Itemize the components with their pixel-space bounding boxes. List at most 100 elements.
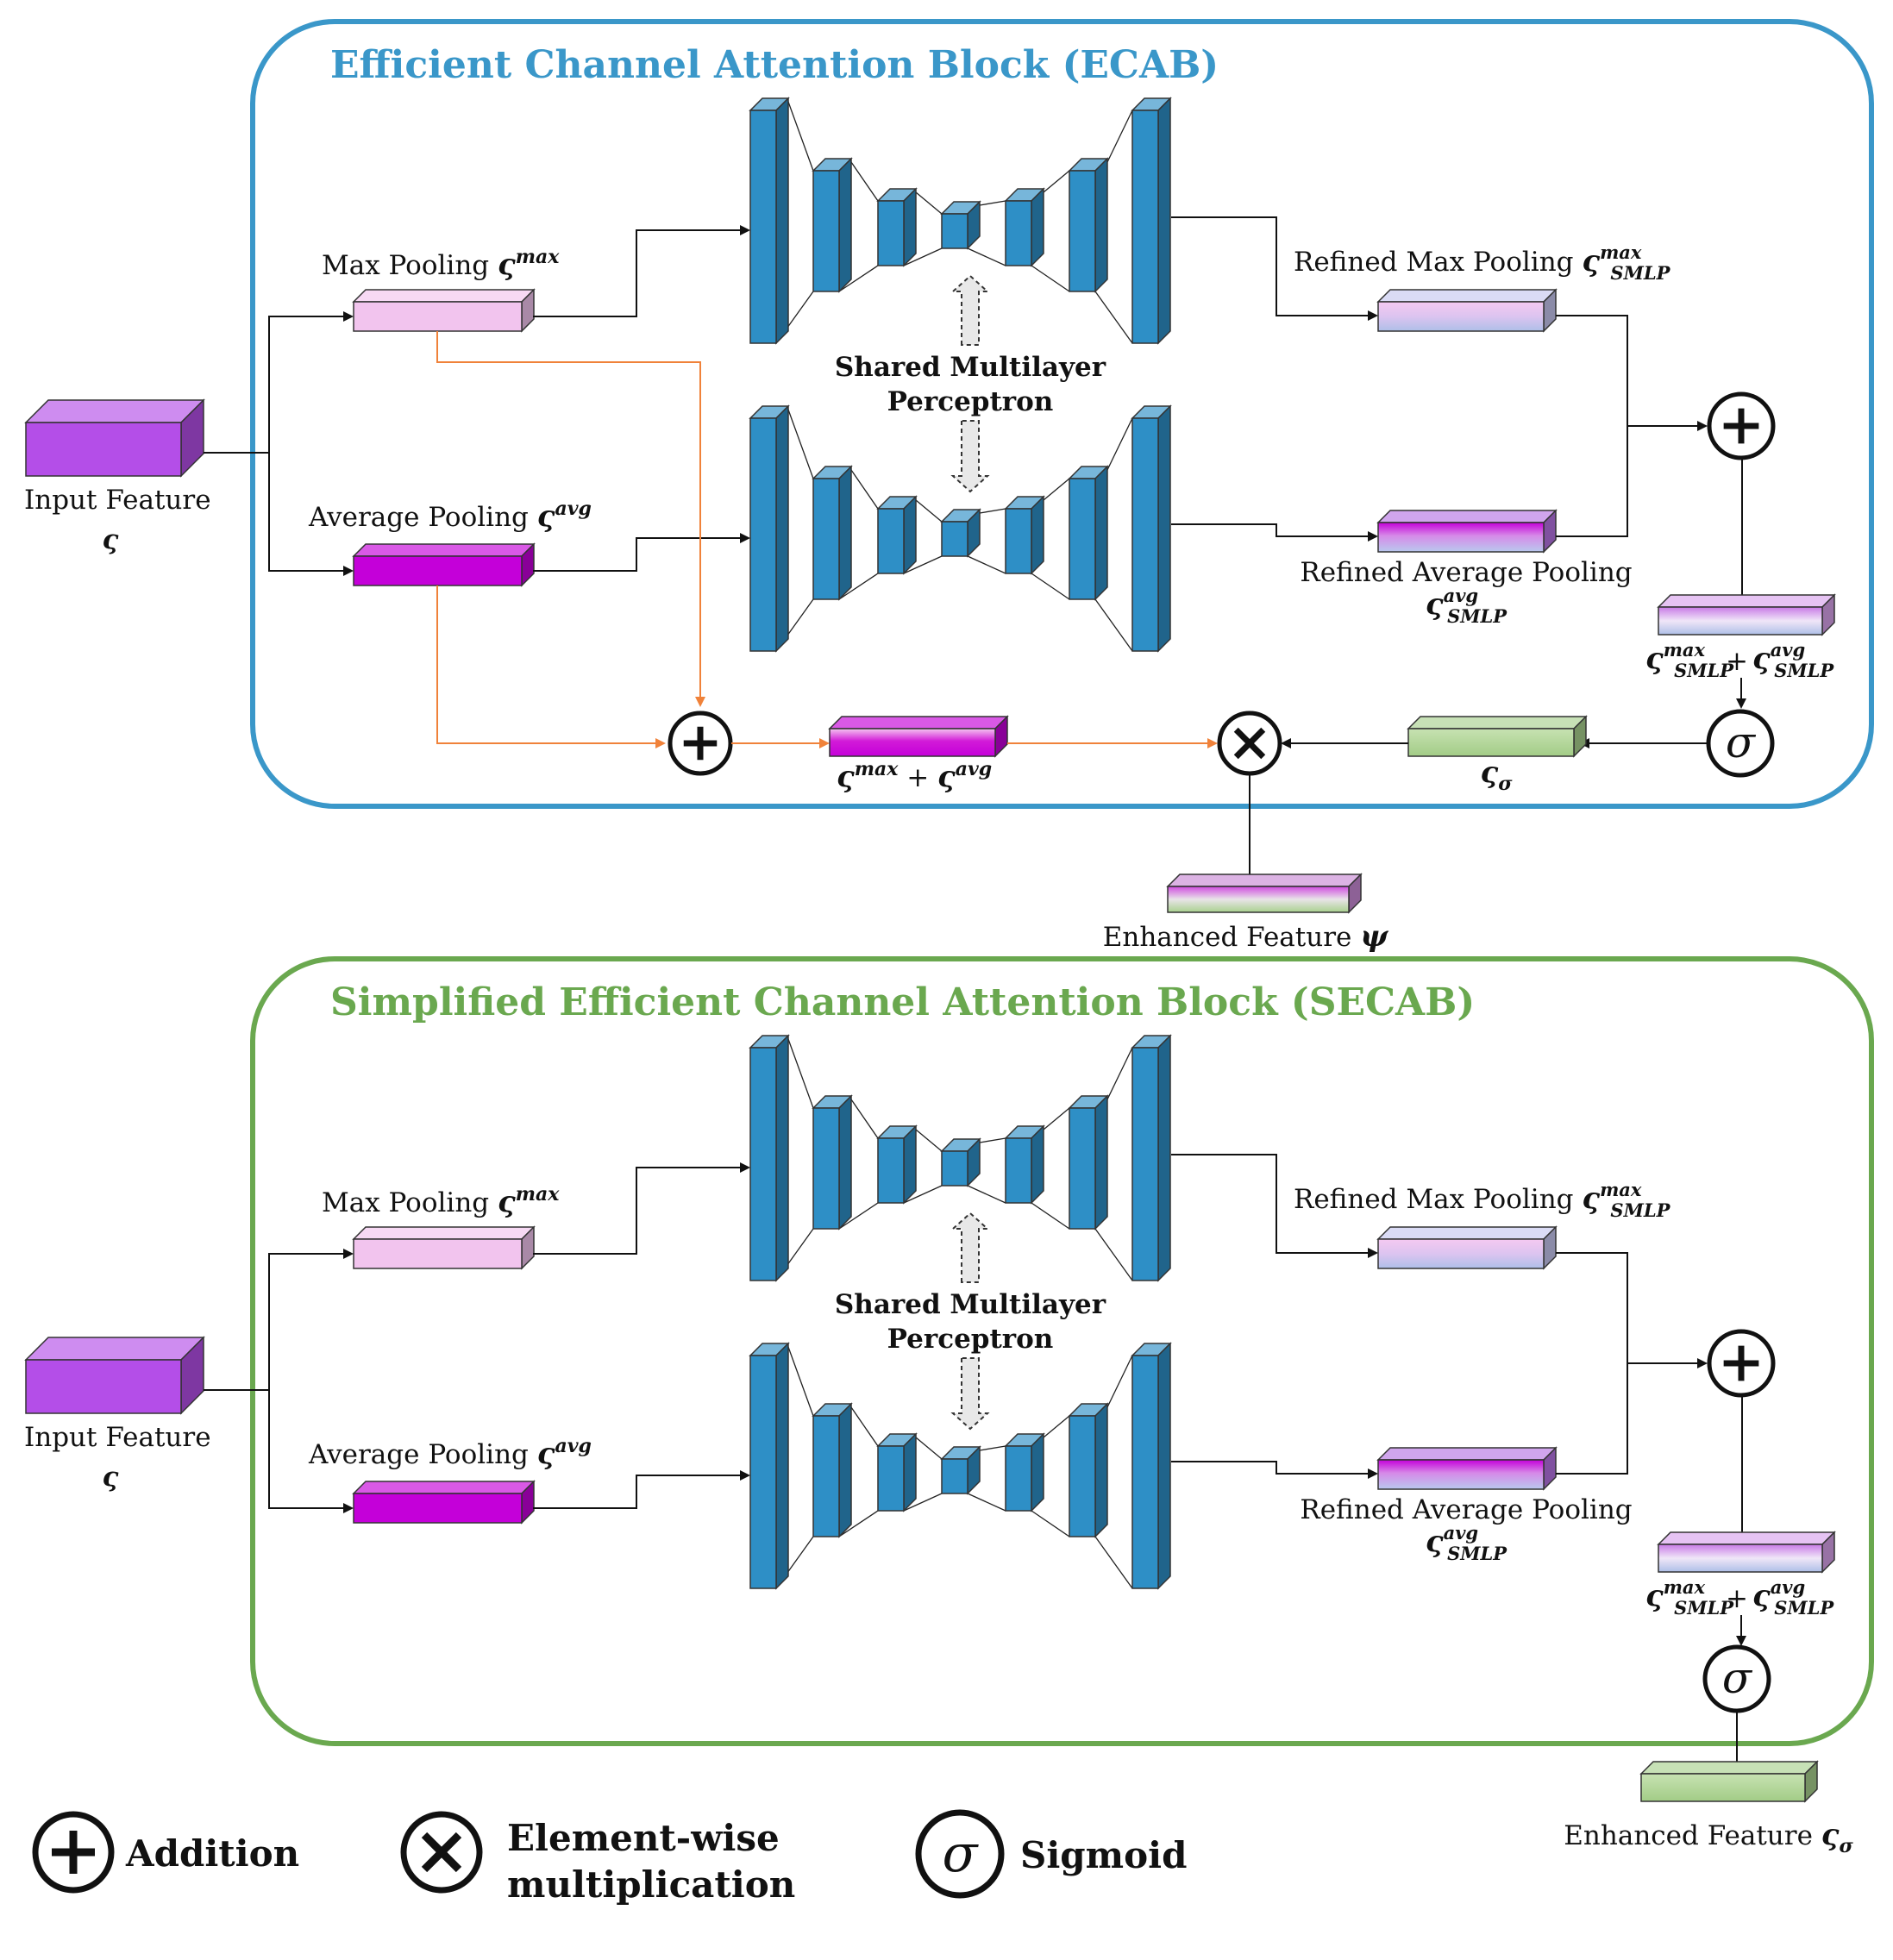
refined-max-box — [1376, 1225, 1558, 1270]
refined-max-box — [1376, 288, 1558, 333]
mlp-lower — [749, 1342, 1172, 1590]
input-feature-box — [24, 398, 205, 478]
block-title: Simplified Efficient Channel Attention B… — [330, 980, 1475, 1024]
addition-legend-icon — [32, 1811, 115, 1894]
mlp-lower-layer-4 — [940, 508, 981, 558]
mlp-upper-layer-4 — [940, 1137, 981, 1187]
enhanced-feature-label: Enhanced Feature ψ — [1103, 919, 1389, 954]
legend: Addition Element-wise multiplication σ S… — [32, 1809, 1187, 1906]
mlp-lower-layer-5 — [1004, 495, 1045, 575]
sigma-feature-label: ςσ — [1481, 755, 1514, 795]
average-pooling-box — [352, 1480, 536, 1525]
addition-op — [1707, 1329, 1776, 1398]
mlp-upper-layer-6 — [1068, 157, 1109, 293]
mlp-lower-layer-1 — [749, 404, 790, 653]
mlp-label-line1: Shared Multilayer — [835, 1289, 1106, 1320]
sum-refined-box — [1657, 593, 1836, 636]
mlp-label-line1: Shared Multilayer — [835, 352, 1106, 383]
block-border — [250, 956, 1874, 1746]
shared-arrow-up — [950, 274, 990, 346]
average-pooling-label: Average Pooling ςavg — [308, 498, 592, 534]
legend-addition-label: Addition — [125, 1832, 299, 1875]
refined-avg-label: Refined Average Pooling — [1300, 557, 1632, 588]
mlp-lower-layer-3 — [876, 1432, 918, 1512]
average-pooling-label: Average Pooling ςavg — [308, 1435, 592, 1471]
mlp-upper-layer-2 — [812, 157, 853, 293]
shared-arrow-down — [950, 1357, 990, 1431]
input-feature-box — [24, 1336, 205, 1415]
mlp-upper-layer-5 — [1004, 1124, 1045, 1205]
ecab-block: Efficient Channel Attention Block (ECAB)… — [24, 19, 1874, 809]
shared-arrow-down — [950, 420, 990, 493]
mlp-upper-layer-7 — [1131, 1034, 1172, 1282]
max-pooling-box — [352, 288, 536, 333]
mlp-lower-layer-5 — [1004, 1432, 1045, 1512]
mlp-upper-layer-3 — [876, 187, 918, 267]
legend-sigma-glyph: σ — [943, 1824, 980, 1884]
mlp-lower-layer-7 — [1131, 404, 1172, 653]
mlp-upper-layer-1 — [749, 1034, 790, 1282]
max-pooling-box — [352, 1225, 536, 1270]
secab-block: Simplified Efficient Channel Attention B… — [24, 956, 1874, 1746]
shared-arrow-up — [950, 1212, 990, 1283]
input-feature-symbol: ς — [103, 524, 119, 555]
skip-sum-box — [828, 715, 1009, 758]
legend-multiplication-line1: Element-wise — [507, 1817, 780, 1859]
skip-sum-label: ςmax + ςavg — [837, 758, 992, 794]
multiplication-legend-icon — [400, 1811, 483, 1894]
input-feature-symbol: ς — [103, 1462, 119, 1493]
max-pooling-label: Max Pooling ςmax — [322, 246, 560, 282]
mlp-lower-layer-1 — [749, 1342, 790, 1590]
enhanced-feature-sigma-box — [1639, 1760, 1819, 1803]
multiplication-op — [1217, 711, 1282, 776]
mlp-upper-layer-6 — [1068, 1094, 1109, 1230]
sigmoid-legend-icon: σ — [915, 1809, 1005, 1899]
average-pooling-box — [352, 542, 536, 587]
input-feature-label: Input Feature — [24, 1422, 211, 1453]
mlp-lower-layer-6 — [1068, 1402, 1109, 1538]
secab-sigmoid-op: σ — [1702, 1644, 1771, 1713]
secab-sigmoid-op-glyph: σ — [1722, 1653, 1753, 1703]
mlp-lower-layer-6 — [1068, 465, 1109, 601]
sum-plus: + — [1726, 646, 1748, 677]
mlp-upper-layer-5 — [1004, 187, 1045, 267]
mlp-upper-layer-1 — [749, 97, 790, 345]
mlp-label-line2: Perceptron — [887, 1324, 1054, 1355]
mlp-upper-layer-7 — [1131, 97, 1172, 345]
mlp-lower-layer-7 — [1131, 1342, 1172, 1590]
mlp-upper-layer-4 — [940, 200, 981, 250]
refined-avg-label: Refined Average Pooling — [1300, 1494, 1632, 1525]
mlp-upper-layer-2 — [812, 1094, 853, 1230]
ecab-sigmoid-op: σ — [1706, 709, 1775, 778]
mlp-upper — [749, 97, 1172, 345]
sum-plus: + — [1726, 1583, 1748, 1614]
mlp-lower-layer-2 — [812, 1402, 853, 1538]
sum-refined-box — [1657, 1531, 1836, 1574]
mlp-label-line2: Perceptron — [887, 386, 1054, 417]
enhanced-feature-sigma-label: Enhanced Feature ςσ — [1564, 1818, 1853, 1857]
ecab-sigmoid-op-glyph: σ — [1726, 717, 1757, 767]
input-feature-label: Input Feature — [24, 485, 211, 516]
block-border — [250, 19, 1874, 809]
legend-multiplication-line2: multiplication — [507, 1863, 795, 1906]
mlp-upper-layer-3 — [876, 1124, 918, 1205]
max-pooling-label: Max Pooling ςmax — [322, 1183, 560, 1219]
mlp-lower — [749, 404, 1172, 653]
addition-op — [1707, 391, 1776, 460]
block-title: Efficient Channel Attention Block (ECAB) — [330, 43, 1219, 87]
legend-sigmoid-label: Sigmoid — [1020, 1834, 1187, 1876]
mlp-lower-layer-4 — [940, 1445, 981, 1495]
mlp-lower-layer-3 — [876, 495, 918, 575]
skip-addition-op — [668, 711, 733, 776]
enhanced-feature-box — [1166, 873, 1363, 914]
sigma-feature-box — [1407, 715, 1588, 758]
